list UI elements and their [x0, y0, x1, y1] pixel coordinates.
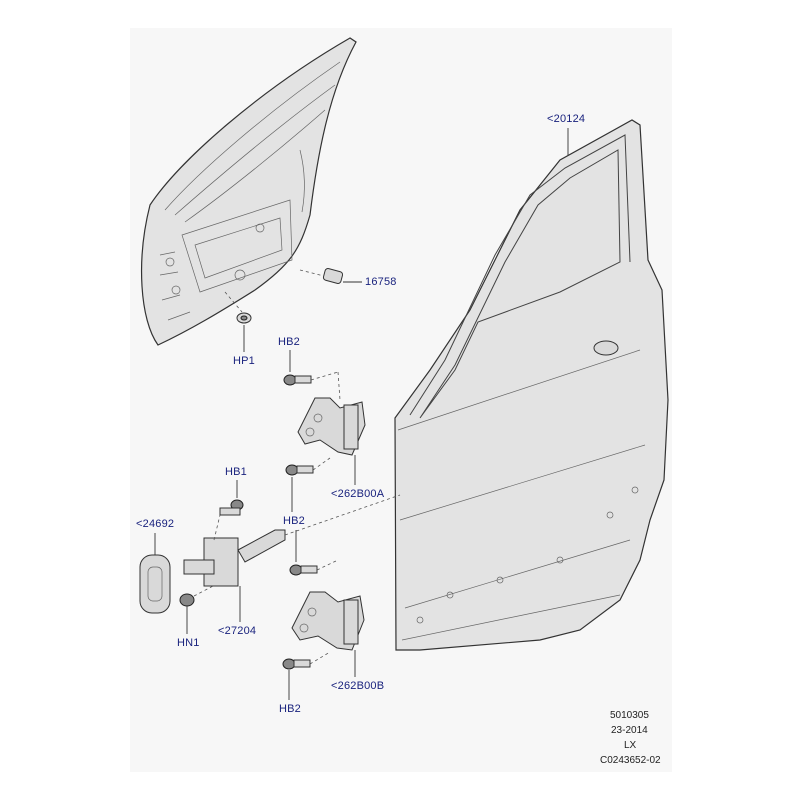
door-buffer-part [299, 268, 362, 284]
outer-door [394, 119, 669, 651]
lower-hinge-part [291, 591, 365, 677]
callout-check-arm-bolt[interactable]: HB1 [225, 466, 247, 478]
pad-part [139, 533, 171, 614]
footer-line-1: 5010305 [610, 710, 649, 721]
callout-pad[interactable]: <24692 [136, 518, 175, 530]
upper-hinge-lower-bolt-part [285, 457, 331, 512]
check-arm-part [183, 494, 401, 622]
footer-line-4: C0243652-02 [600, 755, 661, 766]
callout-plug[interactable]: HP1 [233, 355, 255, 367]
callout-lower-hinge[interactable]: <262B00B [331, 680, 385, 692]
lower-hinge-upper-bolt-part [289, 530, 339, 576]
callout-nut[interactable]: HN1 [177, 637, 200, 649]
footer-line-3: LX [624, 740, 637, 751]
inner-door-panel [141, 37, 357, 346]
callout-upper-hinge-bolt[interactable]: HB2 [278, 336, 300, 348]
upper-hinge-part [297, 397, 366, 485]
plug-part [224, 291, 252, 352]
lower-hinge-lower-bolt-part [282, 651, 331, 700]
upper-hinge-bolt-part [283, 350, 341, 401]
check-arm-nut-part [179, 584, 216, 634]
callout-lower-hinge-bolt[interactable]: HB2 [279, 703, 301, 715]
check-arm-bolt-part [219, 480, 244, 516]
callout-seal[interactable]: <20124 [547, 113, 586, 125]
footer-line-2: 23-2014 [611, 725, 648, 736]
callout-upper-hinge[interactable]: <262B00A [331, 488, 385, 500]
callout-check-arm[interactable]: <27204 [218, 625, 257, 637]
callout-buffer[interactable]: 16758 [365, 276, 397, 288]
callout-mid-bolt[interactable]: HB2 [283, 515, 305, 527]
